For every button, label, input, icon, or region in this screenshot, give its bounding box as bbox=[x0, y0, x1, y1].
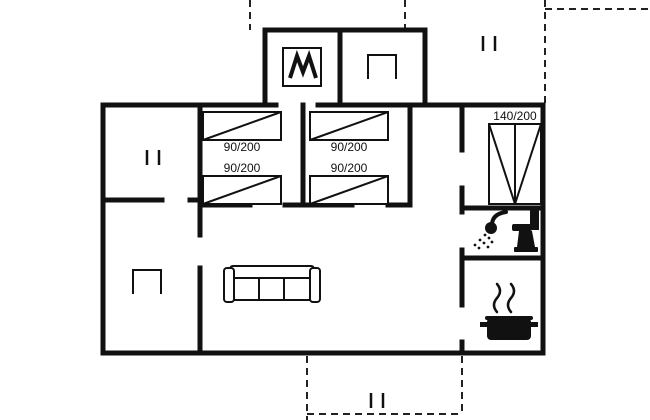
window-marker bbox=[145, 150, 161, 165]
interior-walls bbox=[100, 102, 546, 356]
single-bed bbox=[309, 175, 389, 205]
steam-icon bbox=[492, 282, 516, 314]
chair-icon bbox=[367, 54, 397, 79]
bed-size-label: 90/200 bbox=[224, 140, 261, 154]
single-bed bbox=[202, 111, 282, 141]
chair-icon bbox=[132, 269, 162, 294]
annex-walls bbox=[262, 27, 428, 108]
window-marker bbox=[481, 36, 497, 51]
bed-size-label: 140/200 bbox=[493, 109, 537, 123]
bed-size-label: 90/200 bbox=[224, 161, 261, 175]
window-marker bbox=[369, 393, 385, 408]
single-bed bbox=[309, 111, 389, 141]
terrace-boundary-dashed bbox=[249, 0, 650, 420]
shower-icon bbox=[473, 210, 508, 250]
exterior-walls bbox=[100, 102, 546, 356]
bed-size-label: 90/200 bbox=[331, 140, 368, 154]
sofa-icon bbox=[223, 265, 321, 303]
toilet-icon bbox=[512, 210, 539, 252]
single-bed bbox=[202, 175, 282, 205]
cooking-pot-icon bbox=[480, 316, 538, 340]
wardrobe-icon bbox=[282, 47, 322, 87]
bed-size-label: 90/200 bbox=[331, 161, 368, 175]
double-bed bbox=[488, 123, 542, 205]
